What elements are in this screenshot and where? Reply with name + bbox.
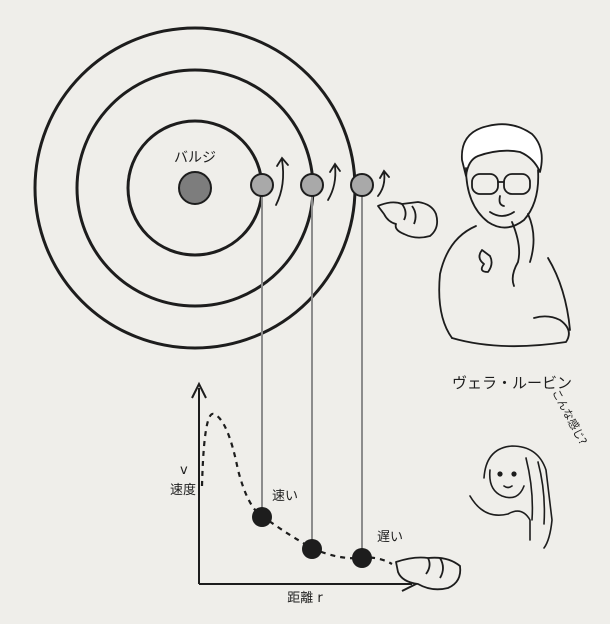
guide-lines — [261, 196, 363, 556]
rotation-arrow-middle — [327, 162, 341, 201]
rotation-arrow-inner — [275, 156, 289, 206]
pointing-hand-graph-icon — [395, 556, 462, 591]
graph-point-outer — [352, 548, 372, 568]
rotation-arrow-outer — [377, 169, 390, 197]
rotation-arrows — [275, 156, 390, 206]
y-axis-label: 速度 — [170, 482, 196, 498]
vera-rubin-portrait — [438, 123, 571, 348]
bulge — [178, 171, 212, 205]
orbiting-stars — [250, 173, 374, 197]
y-axis-arrowhead — [191, 381, 207, 399]
pointing-hand-icon — [377, 201, 439, 239]
fast-label: 速い — [272, 489, 298, 504]
girl-speech: こんな感じ? — [549, 387, 589, 447]
y-axis-label-symbol: v — [180, 463, 188, 478]
graph-point-inner — [252, 507, 272, 527]
bulge-label: バルジ — [174, 150, 216, 166]
graph-points — [252, 507, 372, 568]
star-inner — [250, 173, 274, 197]
slow-label: 遅い — [377, 530, 403, 545]
girl-character — [469, 445, 553, 549]
star-outer — [350, 173, 374, 197]
graph-point-middle — [302, 539, 322, 559]
x-axis-label: 距離 r — [287, 591, 323, 606]
star-middle — [300, 173, 324, 197]
scientist-name: ヴェラ・ルービン — [452, 374, 572, 392]
